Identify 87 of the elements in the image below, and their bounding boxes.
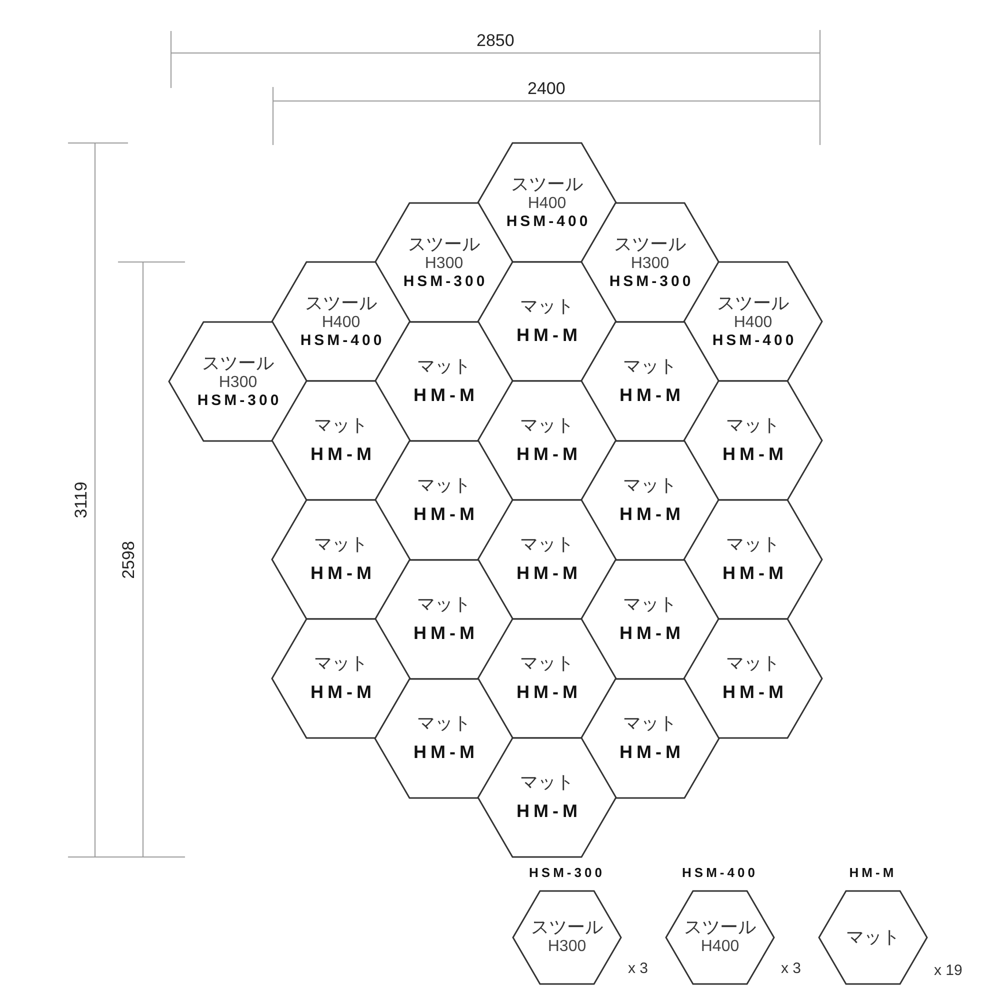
tile-label: マット bbox=[726, 415, 780, 436]
model-code: HSM-400 bbox=[681, 864, 759, 880]
dimension-label: 3119 bbox=[70, 482, 91, 518]
hexagon-tile bbox=[684, 380, 822, 500]
model-code: HM-M bbox=[620, 623, 684, 644]
tile-label: マット bbox=[314, 415, 368, 436]
hexagon-tile bbox=[684, 500, 822, 618]
model-code: HM-M bbox=[414, 742, 478, 763]
hexagon-tile bbox=[581, 560, 719, 678]
model-code: HM-M bbox=[310, 444, 376, 465]
tile-label: スツール bbox=[408, 234, 480, 255]
model-code: HM-M bbox=[516, 325, 582, 346]
tile-label: マット bbox=[623, 356, 677, 377]
model-code: HM-M bbox=[620, 504, 684, 525]
model-code: HM-M bbox=[310, 682, 376, 703]
model-code: HM-M bbox=[414, 623, 478, 644]
hexagon-tile bbox=[272, 618, 410, 738]
model-code: HSM-300 bbox=[197, 392, 282, 410]
height-label: H300 bbox=[218, 374, 258, 392]
model-code: HM-M bbox=[414, 385, 478, 406]
tile-label: スツール bbox=[684, 917, 756, 938]
model-code: HSM-300 bbox=[609, 272, 694, 290]
hexagon-tile bbox=[375, 440, 513, 560]
model-code: HM-M bbox=[516, 563, 582, 584]
hexagon-tile bbox=[375, 678, 513, 798]
tile-label: マット bbox=[623, 713, 677, 734]
tile-label: マット bbox=[520, 534, 574, 555]
tile-label: マット bbox=[417, 475, 471, 496]
height-label: H400 bbox=[734, 314, 772, 332]
tile-label: マット bbox=[417, 594, 471, 615]
tile-label: マット bbox=[520, 415, 574, 436]
model-code: HM-M bbox=[516, 801, 582, 822]
dimension-label: 2598 bbox=[118, 540, 139, 578]
hexagon-tile bbox=[272, 500, 410, 618]
model-code: HM-M bbox=[722, 563, 788, 584]
tile-label: スツール bbox=[717, 292, 789, 314]
tile-label: スツール bbox=[202, 352, 274, 374]
dimension-label: 2400 bbox=[528, 79, 566, 99]
height-label: H300 bbox=[630, 254, 670, 273]
model-code: HSM-400 bbox=[712, 332, 797, 350]
hexagon-tile bbox=[478, 380, 616, 500]
tile-label: マット bbox=[520, 772, 574, 793]
height-label: H400 bbox=[322, 314, 360, 332]
hexagon-tile bbox=[684, 618, 822, 738]
height-label: H300 bbox=[548, 938, 586, 957]
tile-label: スツール bbox=[614, 234, 686, 255]
model-code: HM-M bbox=[516, 682, 582, 703]
model-code: HSM-300 bbox=[403, 272, 488, 290]
hexagon-tile bbox=[478, 142, 616, 262]
model-code: HM-M bbox=[310, 563, 376, 584]
hexagon-tile bbox=[478, 738, 616, 856]
tile-label: マット bbox=[623, 594, 677, 615]
height-label: H400 bbox=[528, 194, 566, 213]
hexagon-tile bbox=[478, 500, 616, 618]
tile-label: スツール bbox=[511, 174, 583, 195]
quantity-label: x 3 bbox=[628, 960, 648, 977]
dimension-label: 2850 bbox=[476, 31, 514, 51]
tile-label: マット bbox=[846, 926, 900, 948]
tile-label: マット bbox=[417, 713, 471, 734]
model-code: HM-M bbox=[620, 742, 684, 763]
quantity-label: x 19 bbox=[934, 962, 962, 979]
height-label: H400 bbox=[700, 938, 740, 957]
tile-label: スツール bbox=[305, 292, 377, 314]
model-code: HM-M bbox=[414, 504, 478, 525]
tile-label: マット bbox=[314, 653, 368, 674]
hexagon-tile bbox=[478, 618, 616, 738]
model-code: HM-M bbox=[516, 444, 582, 465]
tile-label: マット bbox=[726, 653, 780, 674]
model-code: HM-M bbox=[620, 385, 684, 406]
hexagon-tile bbox=[581, 440, 719, 560]
height-label: H300 bbox=[424, 254, 464, 273]
model-code: HM-M bbox=[722, 682, 788, 703]
tile-label: マット bbox=[726, 534, 780, 555]
model-code: HSM-300 bbox=[528, 864, 606, 880]
model-code: HSM-400 bbox=[300, 332, 385, 350]
tile-label: マット bbox=[520, 653, 574, 674]
hexagon-tile bbox=[581, 678, 719, 798]
tile-label: マット bbox=[417, 356, 471, 377]
model-code: HM-M bbox=[848, 864, 898, 880]
hexagon-tile bbox=[375, 560, 513, 678]
tile-label: マット bbox=[623, 475, 677, 496]
quantity-label: x 3 bbox=[781, 960, 802, 977]
tile-label: マット bbox=[520, 296, 574, 317]
tile-label: スツール bbox=[531, 917, 603, 938]
model-code: HM-M bbox=[722, 444, 788, 465]
tile-label: マット bbox=[314, 534, 368, 555]
model-code: HSM-400 bbox=[506, 212, 591, 230]
